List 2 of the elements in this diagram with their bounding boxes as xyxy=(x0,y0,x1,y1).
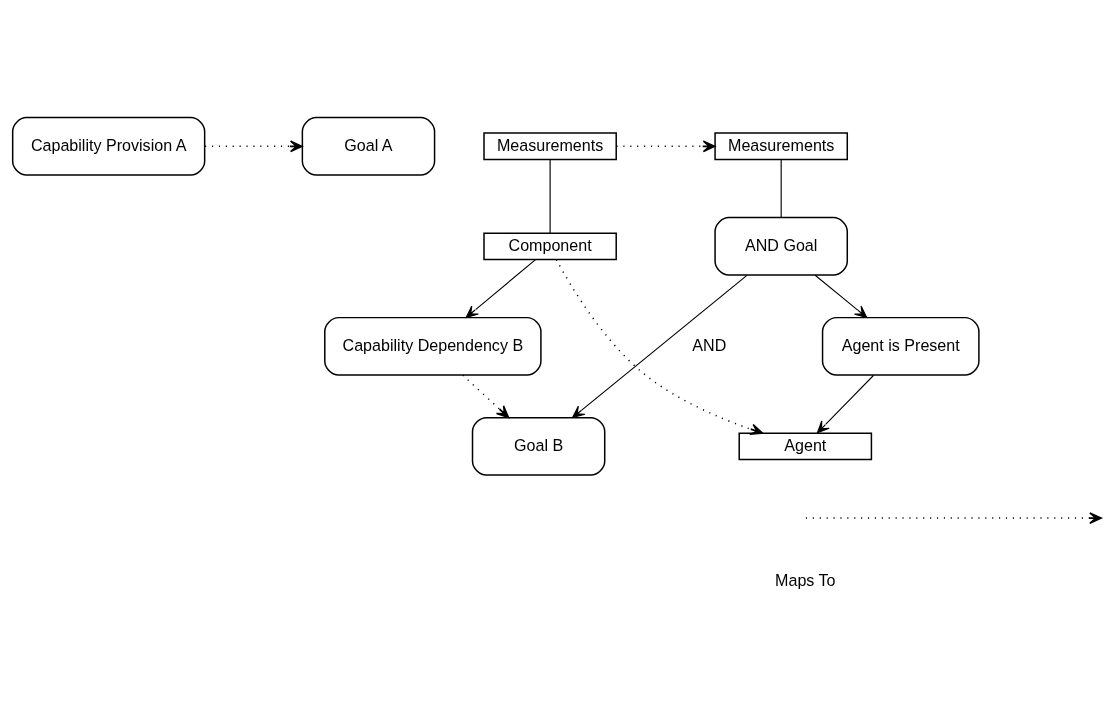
legend-label: Maps To xyxy=(775,570,836,589)
edge-label: AND xyxy=(692,335,727,354)
